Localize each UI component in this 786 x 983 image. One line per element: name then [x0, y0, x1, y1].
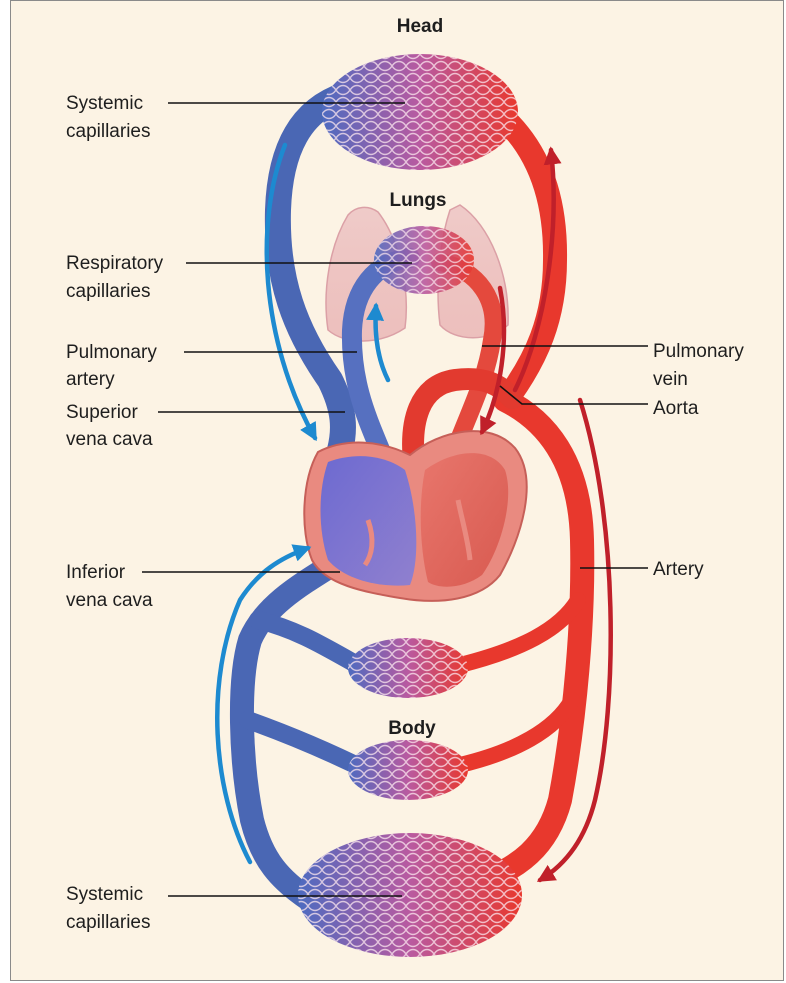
label-respiratory-capillaries-line2: capillaries — [66, 281, 150, 302]
label-inferior-vena-cava-line1: Inferior — [66, 562, 126, 583]
label-aorta: Aorta — [653, 398, 699, 419]
label-pulmonary-artery-line2: artery — [66, 369, 115, 390]
body-capillaries-bottom — [298, 833, 522, 957]
head-capillaries — [322, 54, 518, 170]
lung-capillaries — [374, 226, 474, 294]
body-capillaries-1 — [348, 638, 468, 698]
label-superior-vena-cava-line2: vena cava — [66, 429, 153, 450]
label-systemic-capillaries-top-line2: capillaries — [66, 121, 150, 142]
label-systemic-capillaries-top-line1: Systemic — [66, 93, 143, 114]
label-systemic-capillaries-bottom-line1: Systemic — [66, 884, 143, 905]
label-systemic-capillaries-bottom-line2: capillaries — [66, 912, 150, 933]
body-artery-1 — [460, 600, 578, 665]
label-inferior-vena-cava-line2: vena cava — [66, 590, 153, 611]
label-pulmonary-vein-line2: vein — [653, 369, 688, 390]
label-respiratory-capillaries-line1: Respiratory — [66, 253, 164, 274]
lungs-region-title: Lungs — [390, 190, 447, 211]
body-capillaries-2 — [348, 740, 468, 800]
head-region-title: Head — [397, 16, 443, 37]
body-region-title: Body — [388, 718, 436, 739]
label-pulmonary-artery-line1: Pulmonary — [66, 342, 157, 363]
heart — [304, 431, 526, 601]
label-pulmonary-vein-line1: Pulmonary — [653, 341, 744, 362]
head-artery — [500, 115, 555, 395]
body-artery-2 — [460, 700, 572, 765]
label-superior-vena-cava-line1: Superior — [66, 402, 138, 423]
label-artery: Artery — [653, 559, 704, 580]
